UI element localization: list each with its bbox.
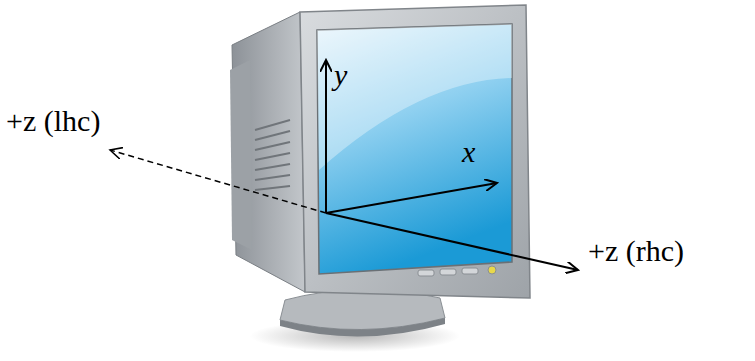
coordinate-axes	[110, 60, 578, 270]
axis-label: y	[334, 60, 347, 90]
axis-label: +z (lhc)	[6, 106, 100, 136]
axis-label: +z (rhc)	[588, 236, 684, 266]
axis-label: x	[462, 137, 475, 167]
